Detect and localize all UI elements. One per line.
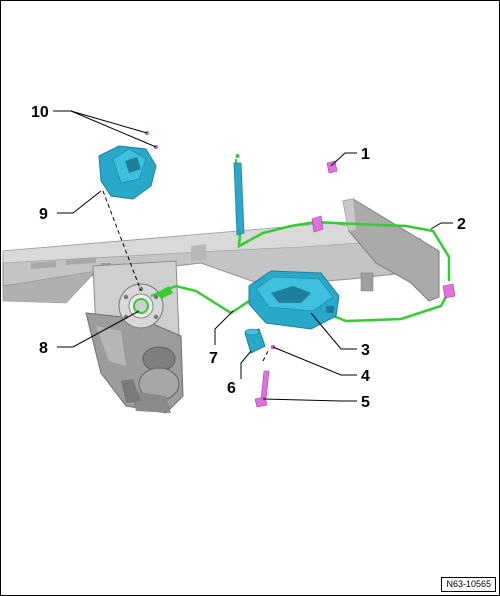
grommet <box>244 328 266 354</box>
callout-3: 3 <box>361 342 370 359</box>
callout-9: 9 <box>39 206 48 223</box>
fasteners <box>144 130 456 408</box>
wiring-harness <box>150 158 451 323</box>
control-unit <box>248 270 340 330</box>
callout-2: 2 <box>457 216 466 233</box>
callout-4: 4 <box>361 368 370 385</box>
callout-1: 1 <box>361 146 370 163</box>
callout-5: 5 <box>361 394 370 411</box>
blue-cable-duct <box>233 154 245 236</box>
callout-8: 8 <box>39 340 48 357</box>
leader-lines <box>53 110 453 402</box>
callout-labels: 1 2 3 4 5 6 7 8 9 10 <box>31 104 466 411</box>
figure-reference-code: N63-10565 <box>441 577 496 592</box>
callout-10: 10 <box>31 104 49 121</box>
socket-cover <box>98 145 157 200</box>
callout-7: 7 <box>209 350 218 367</box>
callout-6: 6 <box>227 380 236 397</box>
towbar-housing <box>85 260 184 414</box>
assembly-lines <box>102 190 270 362</box>
